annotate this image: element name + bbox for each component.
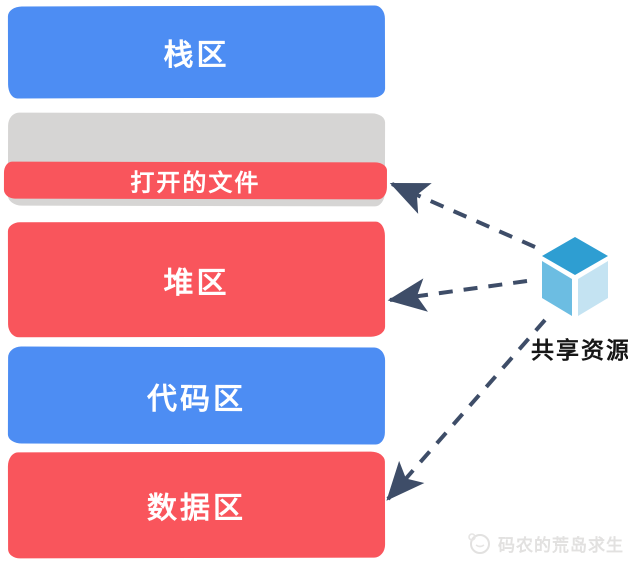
block-stack: 栈区: [7, 5, 386, 99]
arrow-to-data: [386, 318, 547, 501]
block-data: 数据区: [7, 451, 386, 559]
arrow-to-heap: [387, 278, 528, 312]
shared-resource-label: 共享资源: [531, 338, 628, 363]
block-open-files-container: 打开的文件: [3, 112, 387, 207]
block-heap-label: 堆区: [163, 266, 230, 300]
watermark-text: 码农的荒岛求生: [498, 535, 624, 555]
block-heap: 堆区: [7, 221, 386, 338]
block-code-label: 代码区: [146, 382, 247, 416]
watermark: 码农的荒岛求生: [466, 530, 624, 556]
block-stack-label: 栈区: [163, 38, 230, 73]
block-open-files-stripe: 打开的文件: [3, 161, 387, 200]
block-data-label: 数据区: [146, 491, 247, 526]
block-code: 代码区: [7, 346, 386, 445]
cube-3d-icon: [542, 237, 608, 316]
logo-circle-icon: [468, 533, 490, 554]
block-open-files-label: 打开的文件: [130, 169, 261, 198]
arrow-to-open-files: [389, 182, 536, 249]
